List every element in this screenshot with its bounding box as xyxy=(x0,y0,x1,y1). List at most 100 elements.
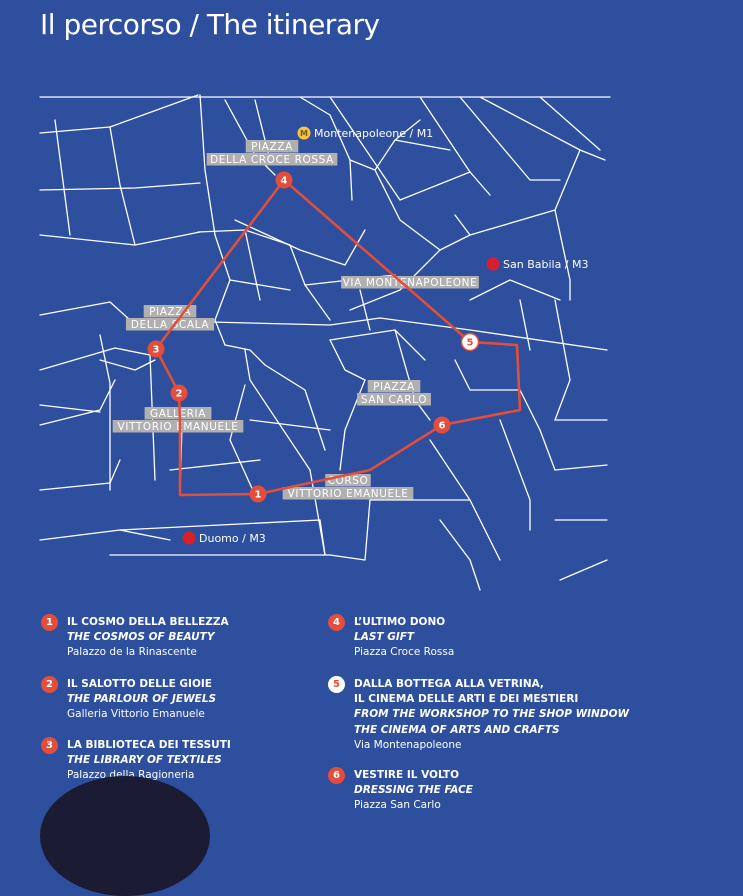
street xyxy=(559,559,608,581)
street xyxy=(109,126,136,246)
place-label: VIA MONTENAPOLEONE xyxy=(341,276,479,289)
stop-circle xyxy=(460,332,480,352)
street xyxy=(394,139,451,151)
street xyxy=(349,119,421,171)
street xyxy=(39,301,131,321)
legend-title: IL SALOTTO DELLE GIOIE xyxy=(67,678,212,690)
itinerary-route xyxy=(154,178,522,497)
street xyxy=(39,404,101,413)
legend-text: DALLA BOTTEGA ALLA VETRINA,IL CINEMA DEL… xyxy=(354,677,629,753)
page-title: Il percorso / The itinerary xyxy=(40,8,380,41)
street xyxy=(99,359,156,371)
decorative-shape xyxy=(40,776,210,896)
stop-number: 5 xyxy=(467,338,474,349)
place-label-text: VITTORIO EMANUELE xyxy=(118,421,239,433)
legend-english-title: THE CINEMA OF ARTS AND CRAFTS xyxy=(354,723,560,736)
street xyxy=(54,119,71,236)
metro-m3-icon xyxy=(182,531,196,545)
street xyxy=(329,329,426,361)
street xyxy=(229,384,256,496)
label-background xyxy=(206,153,338,166)
stop-marker-4[interactable]: 4 xyxy=(275,171,293,189)
street xyxy=(439,519,481,591)
legend-number-badge: 4 xyxy=(328,614,345,631)
street xyxy=(454,359,521,391)
legend-place: Palazzo de la Rinascente xyxy=(67,646,197,659)
street xyxy=(349,249,441,311)
stop-number: 2 xyxy=(176,389,183,400)
legend-english-title: THE COSMOS OF BEAUTY xyxy=(67,631,215,644)
stop-number: 4 xyxy=(281,176,288,187)
street xyxy=(39,529,171,541)
stop-circle xyxy=(249,485,267,503)
stop-marker-5[interactable]: 5 xyxy=(460,332,480,352)
legend-number-badge: 3 xyxy=(41,737,58,754)
stop-marker-3[interactable]: 3 xyxy=(147,340,165,358)
street xyxy=(199,94,216,236)
metro-station[interactable]: M Montenapoleone / M1 xyxy=(297,126,434,141)
route-stops: 1 2 3 4 5 6 xyxy=(147,171,480,503)
street xyxy=(224,344,326,451)
stop-number: 6 xyxy=(439,421,446,432)
street xyxy=(329,96,401,201)
street xyxy=(129,317,608,351)
legend-number-badge: 1 xyxy=(41,614,58,631)
place-label-text: VIA MONTENAPOLEONE xyxy=(343,277,478,289)
stop-marker-1[interactable]: 1 xyxy=(249,485,267,503)
street xyxy=(39,347,151,371)
legend-place: Piazza San Carlo xyxy=(354,799,441,812)
legend-title: LA BIBLIOTECA DEI TESSUTI xyxy=(67,739,231,751)
street xyxy=(554,299,571,421)
street xyxy=(39,182,201,191)
street xyxy=(399,171,471,201)
street xyxy=(469,279,561,301)
place-label-text: VITTORIO EMANUELE xyxy=(288,488,409,500)
street xyxy=(39,379,116,426)
legend-english-title: THE LIBRARY OF TEXTILES xyxy=(67,754,222,767)
street xyxy=(374,169,471,251)
street xyxy=(39,459,121,491)
legend-english-title: FROM THE WORKSHOP TO THE SHOP WINDOW xyxy=(354,708,630,721)
metro-label: Montenapoleone / M1 xyxy=(314,127,433,140)
street xyxy=(499,419,531,531)
street xyxy=(109,499,371,561)
stop-marker-2[interactable]: 2 xyxy=(170,384,188,402)
label-background xyxy=(144,407,212,420)
street xyxy=(119,519,326,556)
metro-label: Duomo / M3 xyxy=(199,532,266,545)
street xyxy=(244,229,261,301)
street xyxy=(419,96,491,196)
street xyxy=(554,209,571,301)
street xyxy=(469,149,581,236)
stop-marker-6[interactable]: 6 xyxy=(433,416,451,434)
place-label-text: SAN CARLO xyxy=(361,394,427,406)
street xyxy=(519,389,556,471)
label-background xyxy=(357,393,431,406)
metro-m1-icon xyxy=(297,126,311,140)
street xyxy=(244,349,326,556)
metro-symbol: M xyxy=(300,129,308,138)
label-background xyxy=(341,276,479,289)
metro-label: San Babila / M3 xyxy=(503,258,589,271)
street xyxy=(99,334,111,491)
stop-number: 3 xyxy=(153,345,160,356)
street xyxy=(539,96,601,151)
place-label-text: PIAZZA xyxy=(251,141,293,153)
legend-number-badge: 6 xyxy=(328,767,345,784)
street xyxy=(39,94,199,134)
street-network xyxy=(39,94,611,591)
stop-circle xyxy=(275,171,293,189)
stop-circle xyxy=(433,416,451,434)
metro-station[interactable]: San Babila / M3 xyxy=(486,257,589,272)
street xyxy=(39,231,201,246)
street xyxy=(249,419,331,431)
metro-station[interactable]: Duomo / M3 xyxy=(182,531,266,546)
stop-circle xyxy=(170,384,188,402)
